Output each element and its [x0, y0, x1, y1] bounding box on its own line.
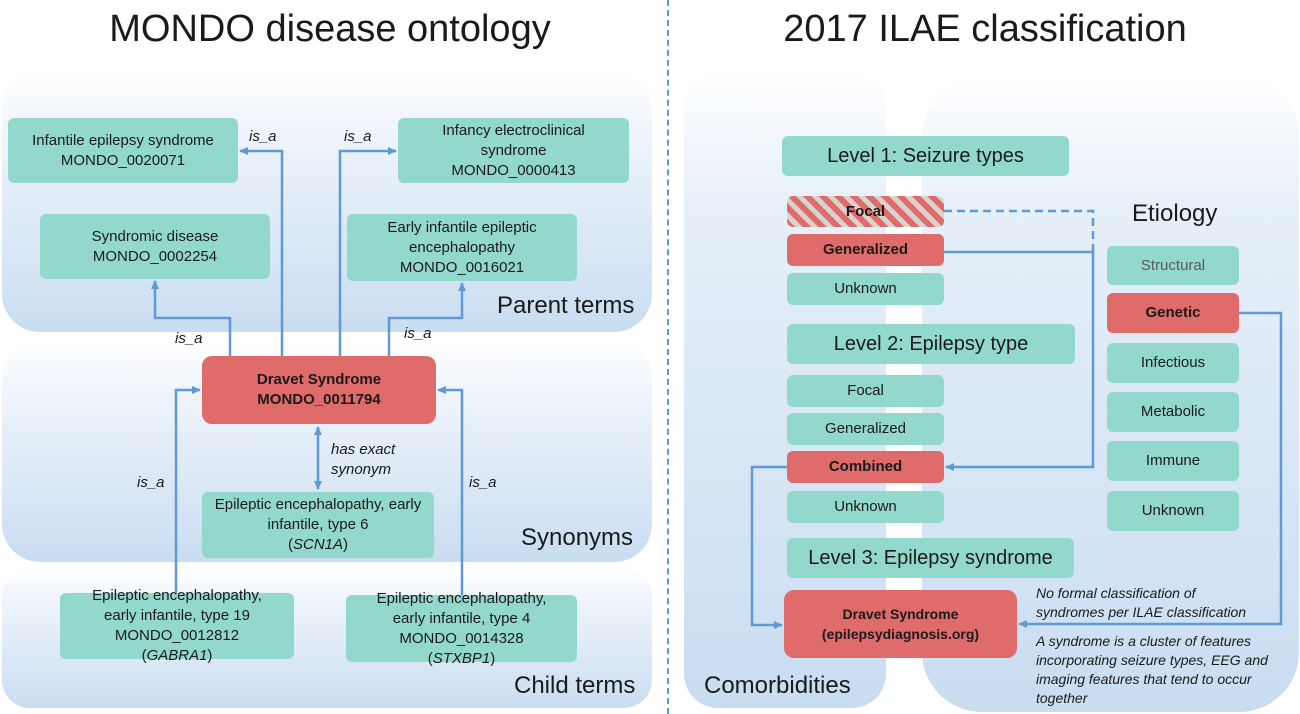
level2-unknown[interactable]: Unknown [787, 491, 944, 523]
arrow-to-syndromic-disease [151, 280, 232, 356]
term-gene: (SCN1A) [287, 536, 349, 553]
edge-label-is-a: is_a [404, 325, 432, 342]
synonym-term[interactable]: Epileptic encephalopathy, early infantil… [202, 492, 434, 558]
dravet-syndrome-node[interactable]: Dravet Syndrome MONDO_0011794 [202, 356, 436, 424]
parent-term-syndromic-disease[interactable]: Syndromic disease MONDO_0002254 [40, 214, 270, 279]
term-name: Epileptic encephalopathy, early infantil… [92, 587, 262, 624]
term-id: MONDO_0014328 [399, 629, 524, 647]
edge-label-has-exact-synonym: has exact synonym [331, 441, 396, 478]
note-syndrome-definition: A syndrome is a cluster of features inco… [1036, 633, 1268, 706]
edge-label-is-a: is_a [249, 128, 277, 145]
gene-symbol: STXBP1 [432, 649, 491, 667]
parent-terms-label: Parent terms [497, 292, 635, 319]
etiology-genetic[interactable]: Genetic [1107, 293, 1239, 333]
arrow-to-infancy-electroclinical-syndrome [338, 147, 397, 356]
synonyms-label: Synonyms [521, 524, 634, 551]
arrow-to-early-infantile-epileptic-encephalopathy [387, 282, 466, 356]
arrow-generalized-to-combined [944, 250, 1095, 471]
term-name: Infantile epilepsy syndrome [32, 131, 214, 149]
arrow-combined-to-dravet [750, 465, 787, 629]
parent-term-early-infantile-epileptic-encephalopathy[interactable]: Early infantile epileptic encephalopathy… [347, 214, 577, 281]
comorbidities-label: Comorbidities [704, 672, 851, 699]
etiology-unknown[interactable]: Unknown [1107, 491, 1239, 531]
edge-label-is-a: is_a [137, 474, 165, 491]
arrow-genetic-to-dravet [1018, 311, 1283, 628]
etiology-immune[interactable]: Immune [1107, 441, 1239, 481]
panel-divider [667, 0, 669, 714]
gene-symbol: GABRA1 [146, 647, 208, 664]
parent-terms-panel [2, 70, 652, 332]
level2-combined[interactable]: Combined [787, 451, 944, 483]
syndrome-name: Dravet Syndrome [842, 606, 959, 622]
edge-label-is-a: is_a [469, 474, 497, 491]
edge-label-is-a: is_a [175, 330, 203, 347]
term-name: Epileptic encephalopathy, early infantil… [376, 589, 547, 627]
note-no-formal-classification: No formal classification of syndromes pe… [1036, 585, 1247, 620]
edge-label-is-a: is_a [344, 128, 372, 145]
gene-symbol: SCN1A [292, 536, 344, 553]
term-name: Syndromic disease [91, 227, 219, 245]
etiology-label: Etiology [1132, 200, 1218, 227]
term-id: MONDO_0002254 [92, 247, 218, 265]
level1-focal[interactable]: Focal [787, 196, 944, 227]
term-name: Infancy electroclinical syndrome [442, 121, 585, 159]
level1-unknown[interactable]: Unknown [787, 273, 944, 305]
etiology-structural[interactable]: Structural [1107, 246, 1239, 285]
dravet-syndrome-ilae-node[interactable]: Dravet Syndrome (epilepsydiagnosis.org) [784, 590, 1017, 658]
term-name: Epileptic encephalopathy, early infantil… [214, 496, 422, 533]
term-id: MONDO_0011794 [257, 391, 381, 408]
etiology-infectious[interactable]: Infectious [1107, 343, 1239, 383]
level2-focal[interactable]: Focal [787, 375, 944, 407]
level2-header[interactable]: Level 2: Epilepsy type [787, 324, 1075, 364]
arrow-from-type-4 [437, 386, 464, 595]
level2-generalized[interactable]: Generalized [787, 413, 944, 445]
child-term-type-19[interactable]: Epileptic encephalopathy, early infantil… [60, 587, 294, 664]
term-name: Early infantile epileptic encephalopathy [387, 218, 537, 256]
term-id: MONDO_0016021 [399, 258, 525, 276]
level1-generalized[interactable]: Generalized [787, 234, 944, 266]
child-term-type-4[interactable]: Epileptic encephalopathy, early infantil… [346, 590, 577, 667]
child-terms-label: Child terms [514, 672, 636, 699]
term-name: Dravet Syndrome [256, 371, 382, 388]
etiology-metabolic[interactable]: Metabolic [1107, 392, 1239, 432]
term-id: MONDO_0020071 [60, 151, 186, 169]
parent-term-infancy-electroclinical-syndrome[interactable]: Infancy electroclinical syndrome MONDO_0… [398, 118, 629, 183]
parent-term-infantile-epilepsy-syndrome[interactable]: Infantile epilepsy syndrome MONDO_002007… [8, 118, 238, 183]
left-title: MONDO disease ontology [109, 8, 551, 50]
syndrome-source: (epilepsydiagnosis.org) [821, 626, 980, 642]
term-id: MONDO_0012812 [114, 627, 240, 644]
level1-header[interactable]: Level 1: Seizure types [782, 136, 1069, 176]
level3-header[interactable]: Level 3: Epilepsy syndrome [787, 538, 1074, 578]
right-title: 2017 ILAE classification [783, 8, 1187, 50]
arrow-to-infantile-epilepsy-syndrome [239, 147, 284, 356]
term-id-gene: MONDO_0014328 (STXBP1) [399, 629, 524, 667]
term-id-gene: MONDO_0012812 (GABRA1) [114, 627, 240, 664]
dashed-link-focal [944, 209, 1095, 252]
term-id: MONDO_0000413 [451, 161, 576, 179]
arrow-from-type-19 [174, 386, 201, 593]
